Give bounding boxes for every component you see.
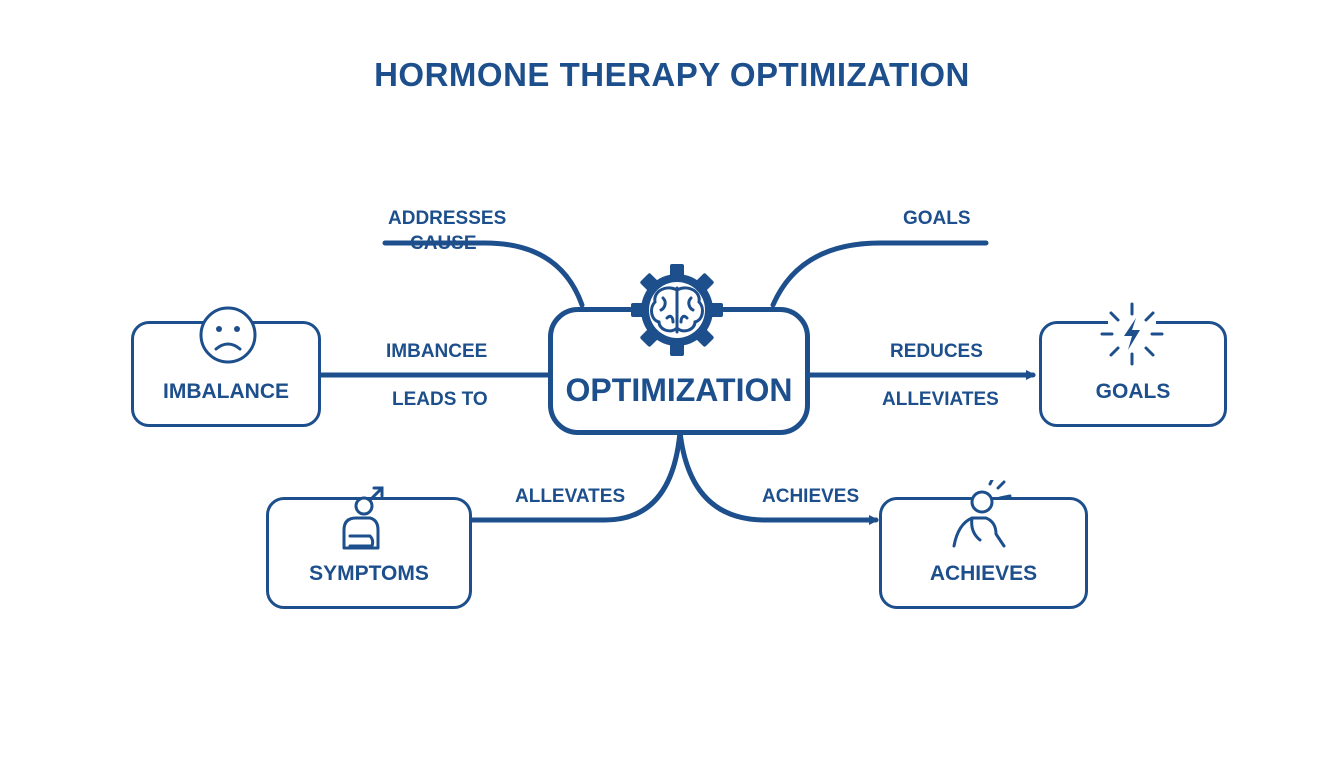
edge-label-reduces: REDUCES — [890, 341, 983, 362]
node-optimization[interactable]: OPTIMIZATION — [548, 307, 810, 435]
node-achieves-label: ACHIEVES — [929, 562, 1038, 585]
spark-bolt-icon — [1100, 302, 1164, 366]
person-male-symbol-icon — [342, 486, 384, 550]
brain-gear-icon — [631, 264, 723, 356]
node-symptoms-label: SYMPTOMS — [309, 562, 429, 585]
node-optimization-label: OPTIMIZATION — [565, 372, 793, 408]
edge-label-allevates: ALLEVATES — [515, 486, 626, 507]
edge-allevates — [467, 429, 683, 523]
edge-label-cause: CAUSE — [410, 233, 477, 254]
page-title: HORMONE THERAPY OPTIMIZATION — [374, 56, 970, 93]
edge-addresses-cause — [382, 240, 585, 308]
edge-label-leads-to: LEADS TO — [392, 389, 488, 410]
edge-label-goals-top: GOALS — [903, 208, 971, 229]
node-achieves[interactable]: ACHIEVES — [879, 497, 1088, 609]
edge-goals-top — [770, 240, 989, 308]
edge-label-addresses: ADDRESSES — [388, 208, 507, 229]
person-rays-icon — [952, 480, 1012, 548]
edge-label-imbancee: IMBANCEE — [386, 341, 488, 362]
edge-label-alleviates: ALLEVIATES — [882, 389, 999, 410]
edge-achieves — [677, 429, 879, 525]
edge-label-achieves: ACHIEVES — [762, 486, 860, 507]
node-imbalance-label: IMBALANCE — [163, 380, 289, 403]
sad-face-icon — [199, 306, 257, 364]
node-goals-label: GOALS — [1095, 380, 1171, 403]
